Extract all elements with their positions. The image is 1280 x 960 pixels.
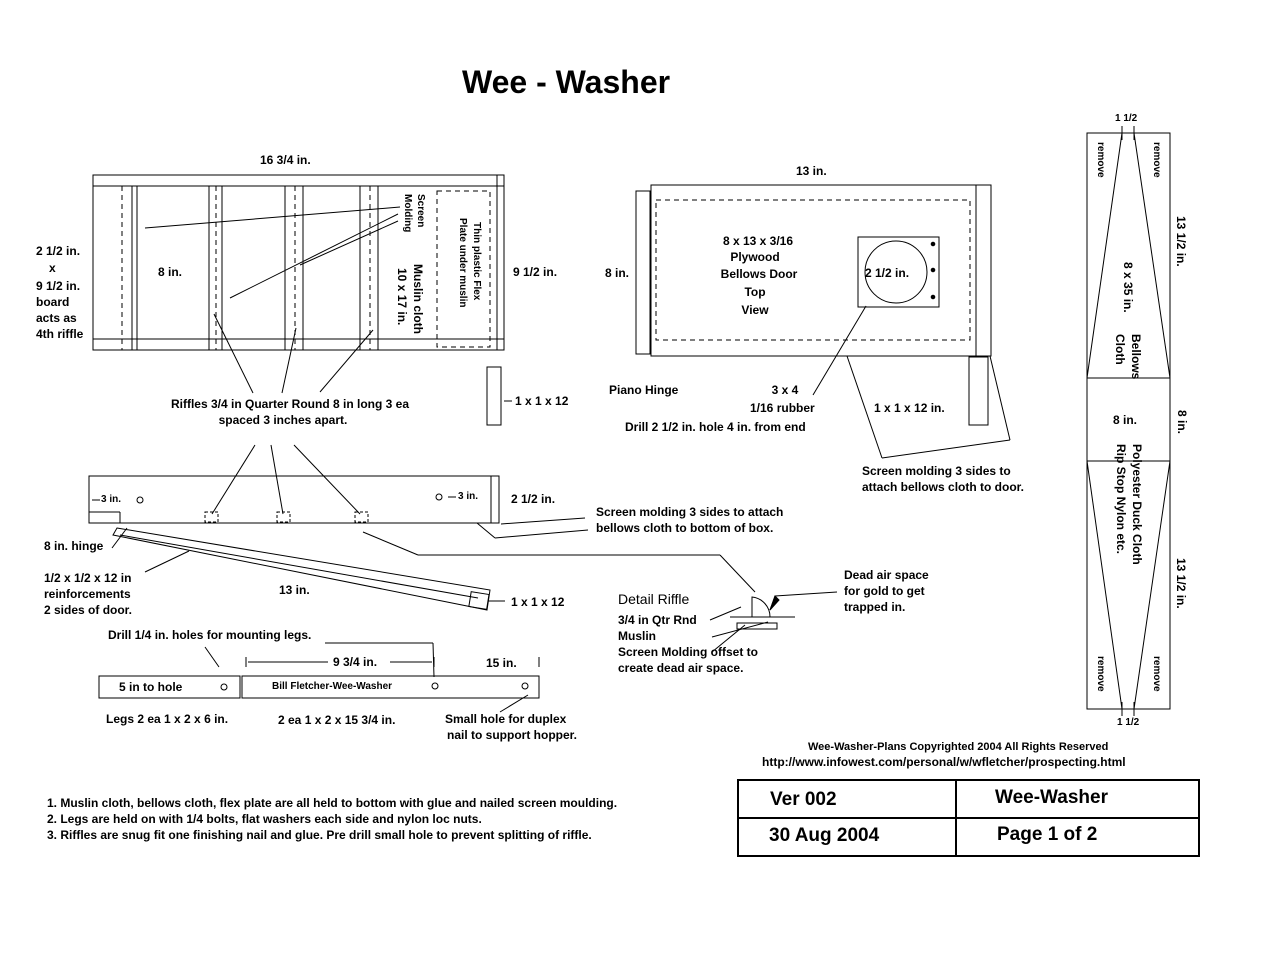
box-leg-label: 1 x 1 x 12 [515,394,569,408]
note-1: 1. Muslin cloth, bellows cloth, flex pla… [47,796,618,810]
rubber-label-1: 3 x 4 [771,383,799,397]
bellows-len-top: 13 1/2 in. [1174,216,1188,267]
page-label: Page 1 of 2 [997,824,1098,845]
hole-note-1: Small hole for duplex [445,712,567,726]
reinforce-label-3: 2 sides of door. [44,603,133,617]
door-label-2: Plywood [730,250,780,264]
bellows-top-label: 1 1/2 [1115,113,1138,124]
detail-dead-air: create dead air space. [618,661,744,675]
detail-qtr-rnd: 3/4 in Qtr Rnd [618,613,697,627]
door-length-label: 13 in. [279,583,310,597]
plans-url[interactable]: http://www.infowest.com/personal/w/wflet… [762,755,1126,769]
bellows-material-1: Polyester Duck Cloth [1130,444,1144,565]
riffles-label-1: Riffles 3/4 in Quarter Round 8 in long 3… [170,397,410,411]
remove-label-bl: remove [1095,656,1106,692]
copyright: Wee-Washer-Plans Copyrighted 2004 All Ri… [808,741,1109,753]
bellows-size: 8 x 35 in. [1121,262,1135,313]
door-label-4: Top [744,285,766,299]
flex-plate-label-1: Thin plastic Flex [471,222,482,301]
drill-hole-label: Drill 2 1/2 in. hole 4 in. from end [625,420,806,434]
bellows-pattern [1086,126,1171,716]
screen-molding-label-2: Molding [402,194,413,233]
remove-label-tl: remove [1095,142,1106,178]
remove-label-br: remove [1151,656,1162,692]
dead-air-note-1: Dead air space [844,568,929,582]
side-leg-label: 1 x 1 x 12 [511,595,565,609]
door-label-5: View [741,303,769,317]
right-3in-mark: 3 in. [458,491,479,502]
hole-label: 2 1/2 in. [865,266,910,280]
note-3: 3. Riffles are snug fit one finishing na… [47,828,592,842]
muslin-label-1: Muslin cloth [411,264,425,334]
door-width-label: 13 in. [796,164,827,178]
legs-drawing [98,642,540,713]
box-side-view [88,444,756,611]
bellows-cloth-2: Cloth [1113,334,1127,365]
long-leg-caption: 2 ea 1 x 2 x 15 3/4 in. [278,713,396,727]
reinforce-label-2: reinforcements [44,587,131,601]
bellows-bottom-label: 1 1/2 [1117,717,1140,728]
drill-legs-label: Drill 1/4 in. holes for mounting legs. [108,628,312,642]
box-screen-note-1: Screen molding 3 sides to attach [596,505,784,519]
flex-plate-label-2: Plate under muslin [457,218,468,308]
drawing-name: Wee-Washer [995,787,1108,808]
riffle-detail [709,591,838,653]
door-screen-note-2: attach bellows cloth to door. [862,480,1025,494]
long-leg-label: Bill Fletcher-Wee-Washer [272,681,393,692]
version-label: Ver 002 [770,789,837,810]
reinforce-label-1: 1/2 x 1/2 x 12 in [44,571,132,585]
detail-riffle-title: Detail Riffle [618,591,690,607]
door-height-label: 8 in. [605,266,630,280]
leg-dim-a: 9 3/4 in. [333,655,378,669]
door-screen-note-1: Screen molding 3 sides to [862,464,1011,478]
piano-hinge-label: Piano Hinge [609,383,679,397]
dead-air-note-2: for gold to get [844,584,925,598]
riffles-label-2: spaced 3 inches apart. [218,413,348,427]
detail-screen: Screen Molding offset to [618,645,759,659]
page-title: Wee - Washer [462,64,671,100]
detail-muslin: Muslin [618,629,656,643]
bellows-cloth-1: Bellows [1129,334,1143,380]
box-inner-height-label: 8 in. [158,265,183,279]
rubber-label-2: 1/16 rubber [750,401,815,415]
date-label: 30 Aug 2004 [769,825,880,846]
box-screen-note-2: bellows cloth to bottom of box. [596,521,774,535]
hole-note-2: nail to support hopper. [447,728,577,742]
short-leg-label: 5 in to hole [119,680,183,694]
remove-label-tr: remove [1151,142,1162,178]
door-top-view [635,184,1011,459]
bellows-mid-right: 8 in. [1175,410,1189,435]
hinge-label: 8 in. hinge [44,539,104,553]
door-label-3: Bellows Door [720,267,798,281]
door-label-1: 8 x 13 x 3/16 [722,234,794,248]
door-leg-label: 1 x 1 x 12 in. [874,401,945,415]
side-height-label: 2 1/2 in. [511,492,556,506]
bellows-len-bottom: 13 1/2 in. [1174,558,1188,609]
bellows-mid-left: 8 in. [1113,413,1138,427]
leg-dim-b: 15 in. [486,656,517,670]
box-height-label: 9 1/2 in. [513,265,558,279]
bellows-material-2: Rip Stop Nylon etc. [1114,444,1128,555]
box-top-view [92,174,512,426]
note-2: 2. Legs are held on with 1/4 bolts, flat… [47,812,482,826]
muslin-label-2: 10 x 17 in. [395,268,409,326]
box-width-label: 16 3/4 in. [260,153,311,167]
screen-molding-label-1: Screen [415,194,426,228]
dead-air-note-3: trapped in. [844,600,906,614]
left-3in-mark: 3 in. [101,494,122,505]
short-leg-caption: Legs 2 ea 1 x 2 x 6 in. [106,712,229,726]
title-block-frame [737,779,1200,857]
